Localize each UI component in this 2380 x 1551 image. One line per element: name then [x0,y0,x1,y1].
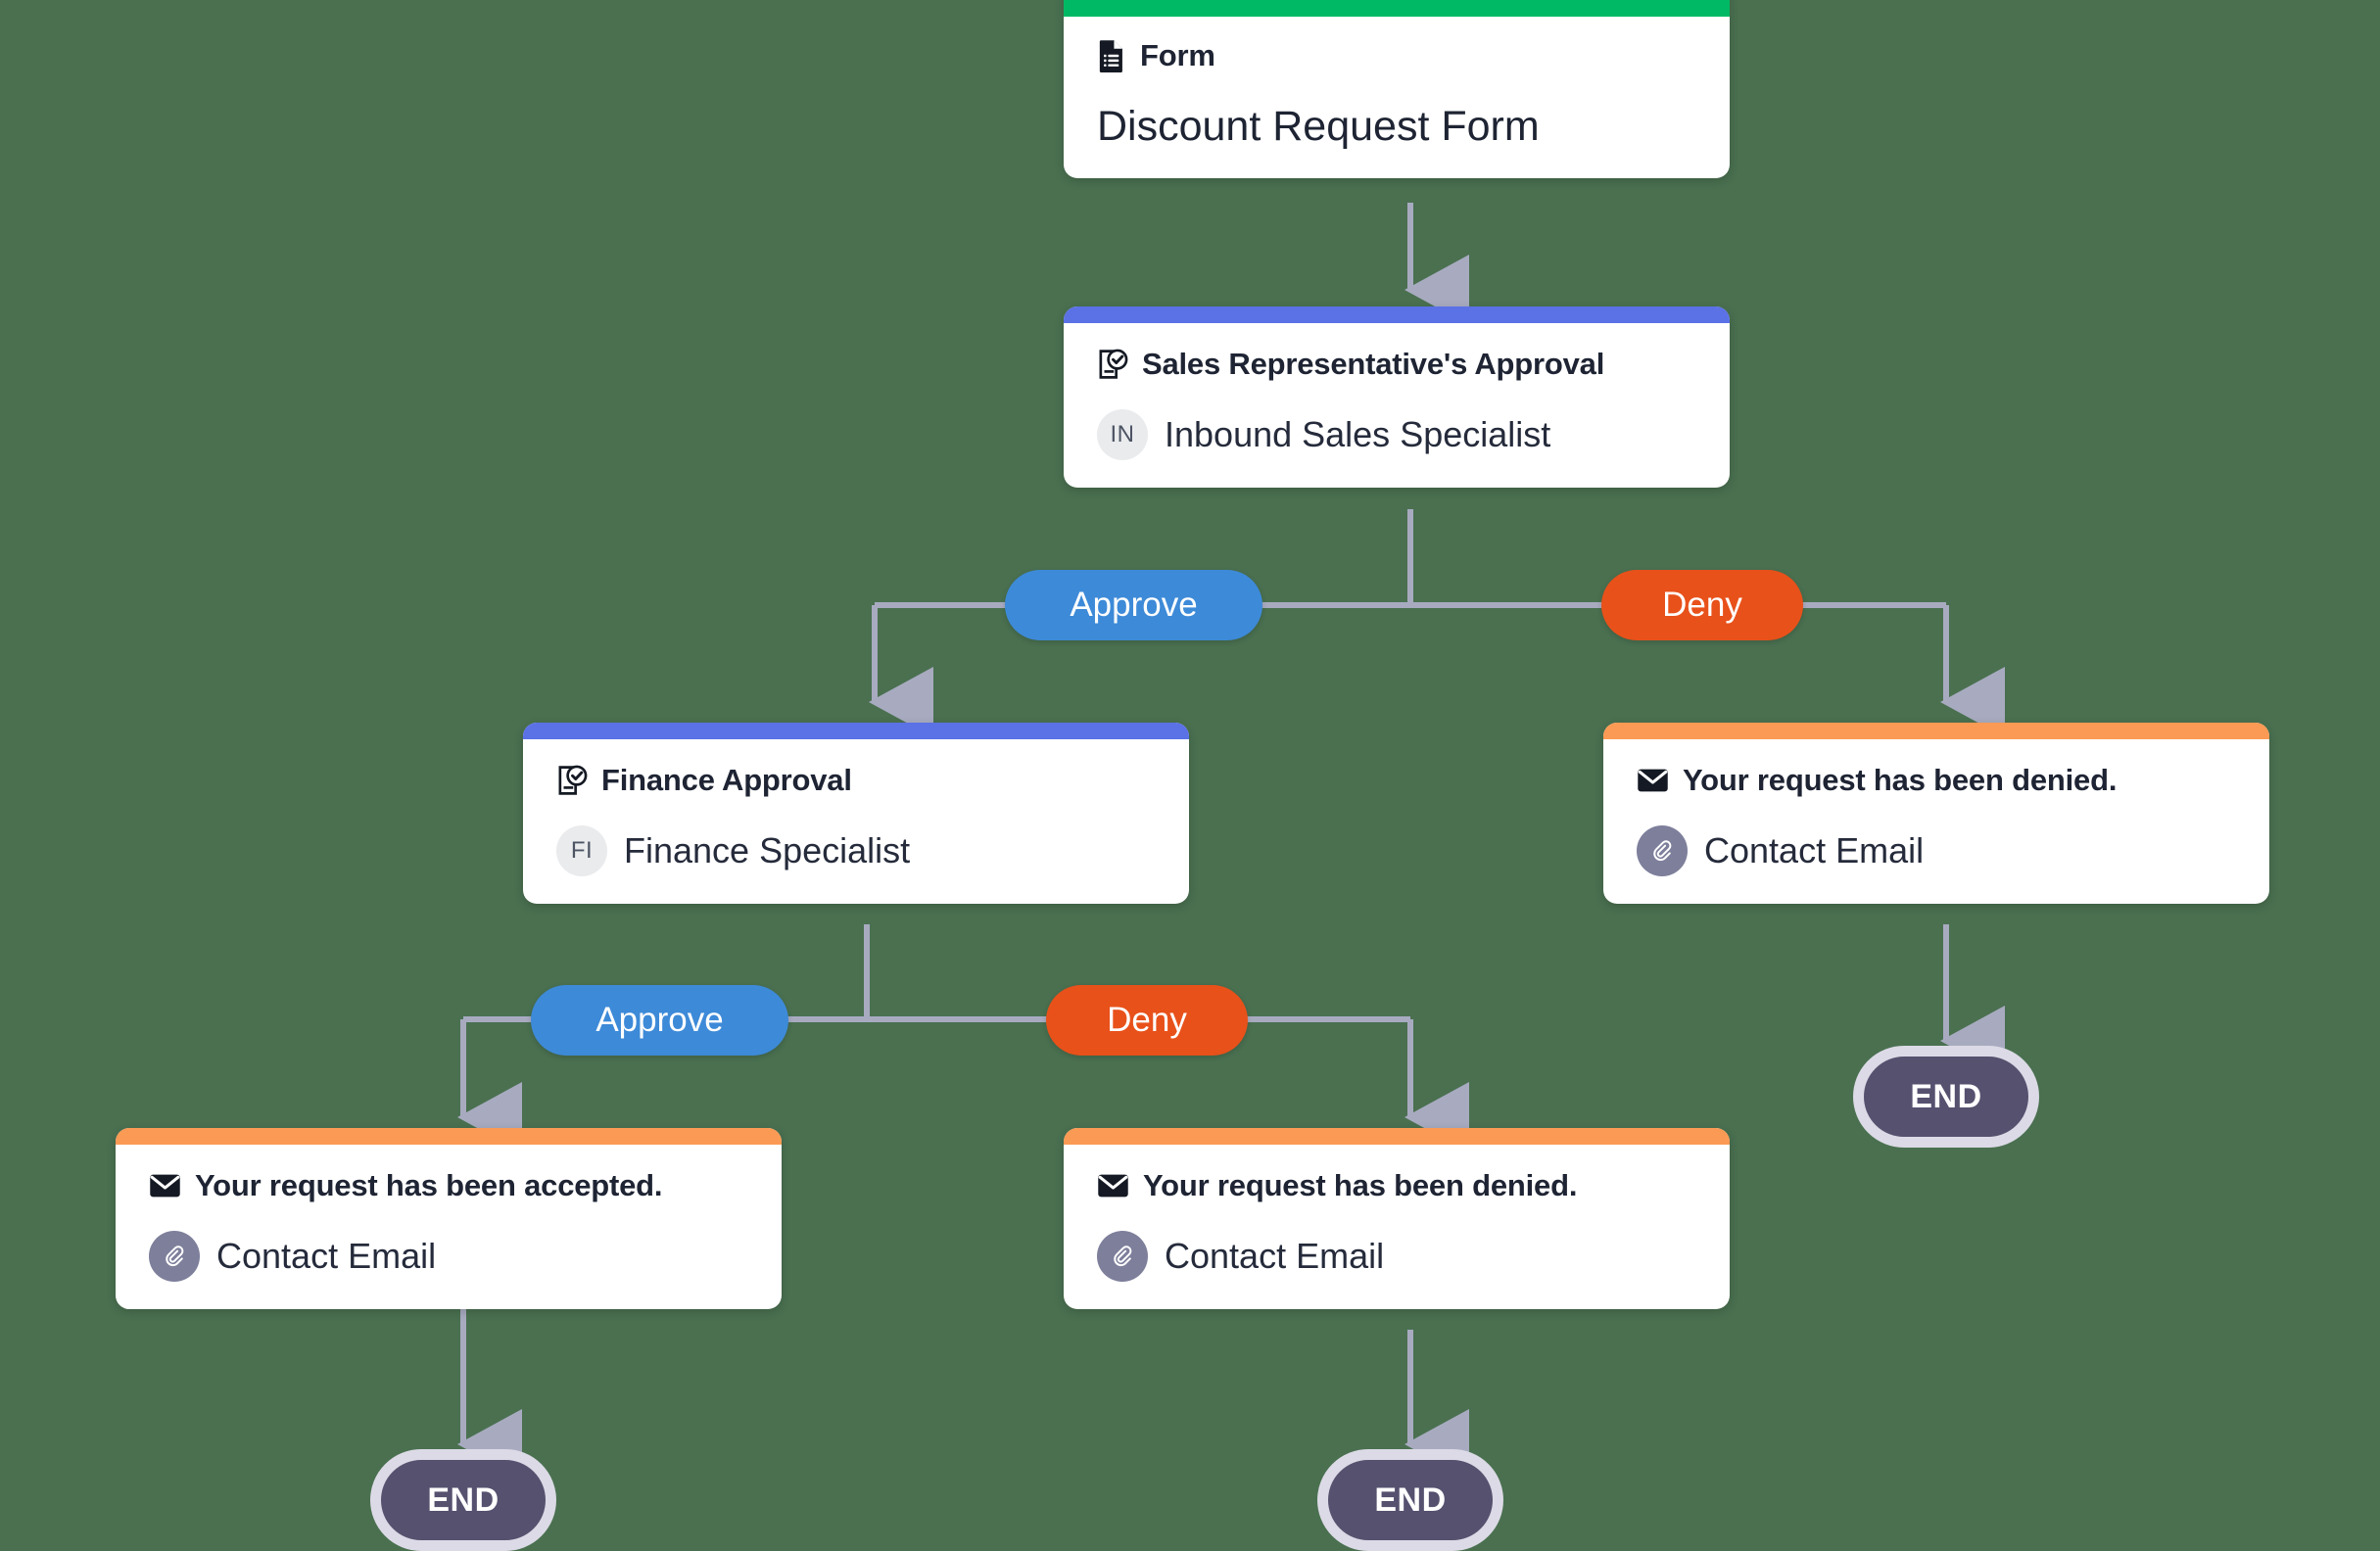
email-denied-finance-title: Your request has been denied. [1143,1168,1578,1202]
email-accepted-header: Your request has been accepted. [149,1168,748,1203]
end-node-label: END [1910,1077,1982,1115]
sales-approval-title: Sales Representative's Approval [1142,347,1605,381]
email-denied-sales-link-label: Contact Email [1704,830,1925,870]
email-accepted-link-row[interactable]: Contact Email [149,1231,748,1282]
paperclip-icon [1097,1231,1148,1282]
branch-pill-label: Deny [1107,1001,1187,1039]
email-denied-finance-link-row[interactable]: Contact Email [1097,1231,1696,1282]
branch-pill-finance-deny[interactable]: Deny [1046,985,1248,1056]
avatar: FI [556,825,607,876]
form-card-kicker: Form [1140,38,1215,72]
form-card-title: Discount Request Form [1097,103,1540,150]
finance-approval-assignee: Finance Specialist [624,830,911,870]
email-denied-sales-header: Your request has been denied. [1637,763,2236,798]
email-denied-finance-card-body: Your request has been denied. Contact Em… [1064,1145,1730,1309]
node-email-accepted-card[interactable]: Your request has been accepted. Contact … [116,1128,782,1309]
branch-pill-sales-deny[interactable]: Deny [1601,570,1803,640]
node-email-denied-sales-card[interactable]: Your request has been denied. Contact Em… [1603,723,2269,904]
sales-approval-assignee: Inbound Sales Specialist [1165,414,1551,454]
branch-pill-finance-approve[interactable]: Approve [531,985,788,1056]
email-denied-sales-title: Your request has been denied. [1683,763,2118,797]
envelope-icon [1638,769,1668,792]
node-finance-approval-card[interactable]: Finance Approval FI Finance Specialist [523,723,1189,904]
avatar: IN [1097,409,1148,460]
form-card-header: Form [1097,38,1696,73]
document-icon [1099,40,1122,72]
email-denied-finance-header: Your request has been denied. [1097,1168,1696,1203]
email-accepted-title: Your request has been accepted. [195,1168,663,1202]
email-denied-sales-link-row[interactable]: Contact Email [1637,825,2236,876]
card-accent-bar-email-denied-sales [1603,723,2269,739]
email-denied-sales-card-body: Your request has been denied. Contact Em… [1603,739,2269,904]
form-card-body: Form Discount Request Form [1064,17,1730,178]
end-node-label: END [1374,1480,1447,1519]
finance-approval-card-body: Finance Approval FI Finance Specialist [523,739,1189,904]
clipboard-check-icon [1099,349,1128,379]
end-node-label: END [427,1480,500,1519]
card-accent-bar-email-denied-finance [1064,1128,1730,1145]
sales-approval-header: Sales Representative's Approval [1097,347,1696,382]
envelope-icon [150,1174,180,1198]
node-form-card[interactable]: Form Discount Request Form [1064,0,1730,178]
card-accent-bar-email-accepted [116,1128,782,1145]
envelope-icon [1098,1174,1128,1198]
email-denied-finance-link-label: Contact Email [1165,1236,1385,1276]
end-node-bottom-center[interactable]: END [1317,1449,1503,1551]
finance-approval-header: Finance Approval [556,763,1156,798]
branch-pill-label: Approve [595,1001,724,1039]
branch-pill-label: Deny [1662,586,1742,624]
clipboard-check-icon [558,765,588,795]
card-accent-bar-form [1064,0,1730,17]
branch-pill-label: Approve [1070,586,1198,624]
email-accepted-card-body: Your request has been accepted. Contact … [116,1145,782,1309]
sales-approval-card-body: Sales Representative's Approval IN Inbou… [1064,323,1730,488]
node-email-denied-finance-card[interactable]: Your request has been denied. Contact Em… [1064,1128,1730,1309]
email-accepted-link-label: Contact Email [216,1236,437,1276]
finance-approval-title: Finance Approval [601,763,852,797]
branch-pill-sales-approve[interactable]: Approve [1005,570,1262,640]
sales-approval-assignee-row: IN Inbound Sales Specialist [1097,409,1696,460]
card-accent-bar-sales-approval [1064,306,1730,323]
finance-approval-assignee-row: FI Finance Specialist [556,825,1156,876]
end-node-bottom-left[interactable]: END [370,1449,556,1551]
paperclip-icon [149,1231,200,1282]
end-node-right[interactable]: END [1853,1046,2039,1148]
paperclip-icon [1637,825,1688,876]
node-sales-approval-card[interactable]: Sales Representative's Approval IN Inbou… [1064,306,1730,488]
card-accent-bar-finance-approval [523,723,1189,739]
